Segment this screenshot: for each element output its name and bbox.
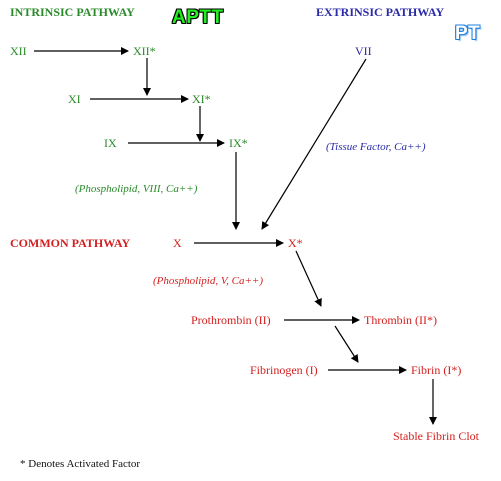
common-cofactors-note: (Phospholipid, V, Ca++) [153, 275, 263, 287]
extrinsic-pathway-header: EXTRINSIC PATHWAY [316, 5, 445, 19]
common-pathway-header: COMMON PATHWAY [10, 236, 131, 250]
factor-ix-active-node: IX* [229, 136, 248, 150]
thrombin-node: Thrombin (II*) [364, 313, 437, 327]
aptt-badge: APTT [172, 7, 224, 28]
factor-xii-active-node: XII* [133, 44, 156, 58]
prothrombin-node: Prothrombin (II) [191, 313, 271, 327]
fibrinogen-node: Fibrinogen (I) [250, 363, 318, 377]
factor-xii-node: XII [10, 44, 27, 58]
factor-xi-node: XI [68, 92, 81, 106]
extrinsic-cofactors-note: (Tissue Factor, Ca++) [326, 141, 426, 153]
intrinsic-pathway-header: INTRINSIC PATHWAY [10, 5, 135, 19]
factor-x-node: X [173, 236, 182, 250]
factor-ix-node: IX [104, 136, 117, 150]
intrinsic-cofactors-note: (Phospholipid, VIII, Ca++) [75, 183, 198, 195]
pathway-arrows [34, 47, 437, 425]
factor-xi-active-node: XI* [192, 92, 211, 106]
fibrin-node: Fibrin (I*) [411, 363, 462, 377]
arrow-vii-to-x-active [261, 58, 367, 230]
arrow-x-active-to-common [295, 250, 322, 307]
stable-fibrin-clot-node: Stable Fibrin Clot [393, 429, 480, 443]
pt-badge: PT [455, 23, 481, 44]
factor-vii-node: VII [355, 44, 372, 58]
factor-x-active-node: X* [288, 236, 303, 250]
arrow-thrombin-to-fibrinogen-step [334, 325, 359, 363]
footnote: * Denotes Activated Factor [20, 458, 141, 470]
